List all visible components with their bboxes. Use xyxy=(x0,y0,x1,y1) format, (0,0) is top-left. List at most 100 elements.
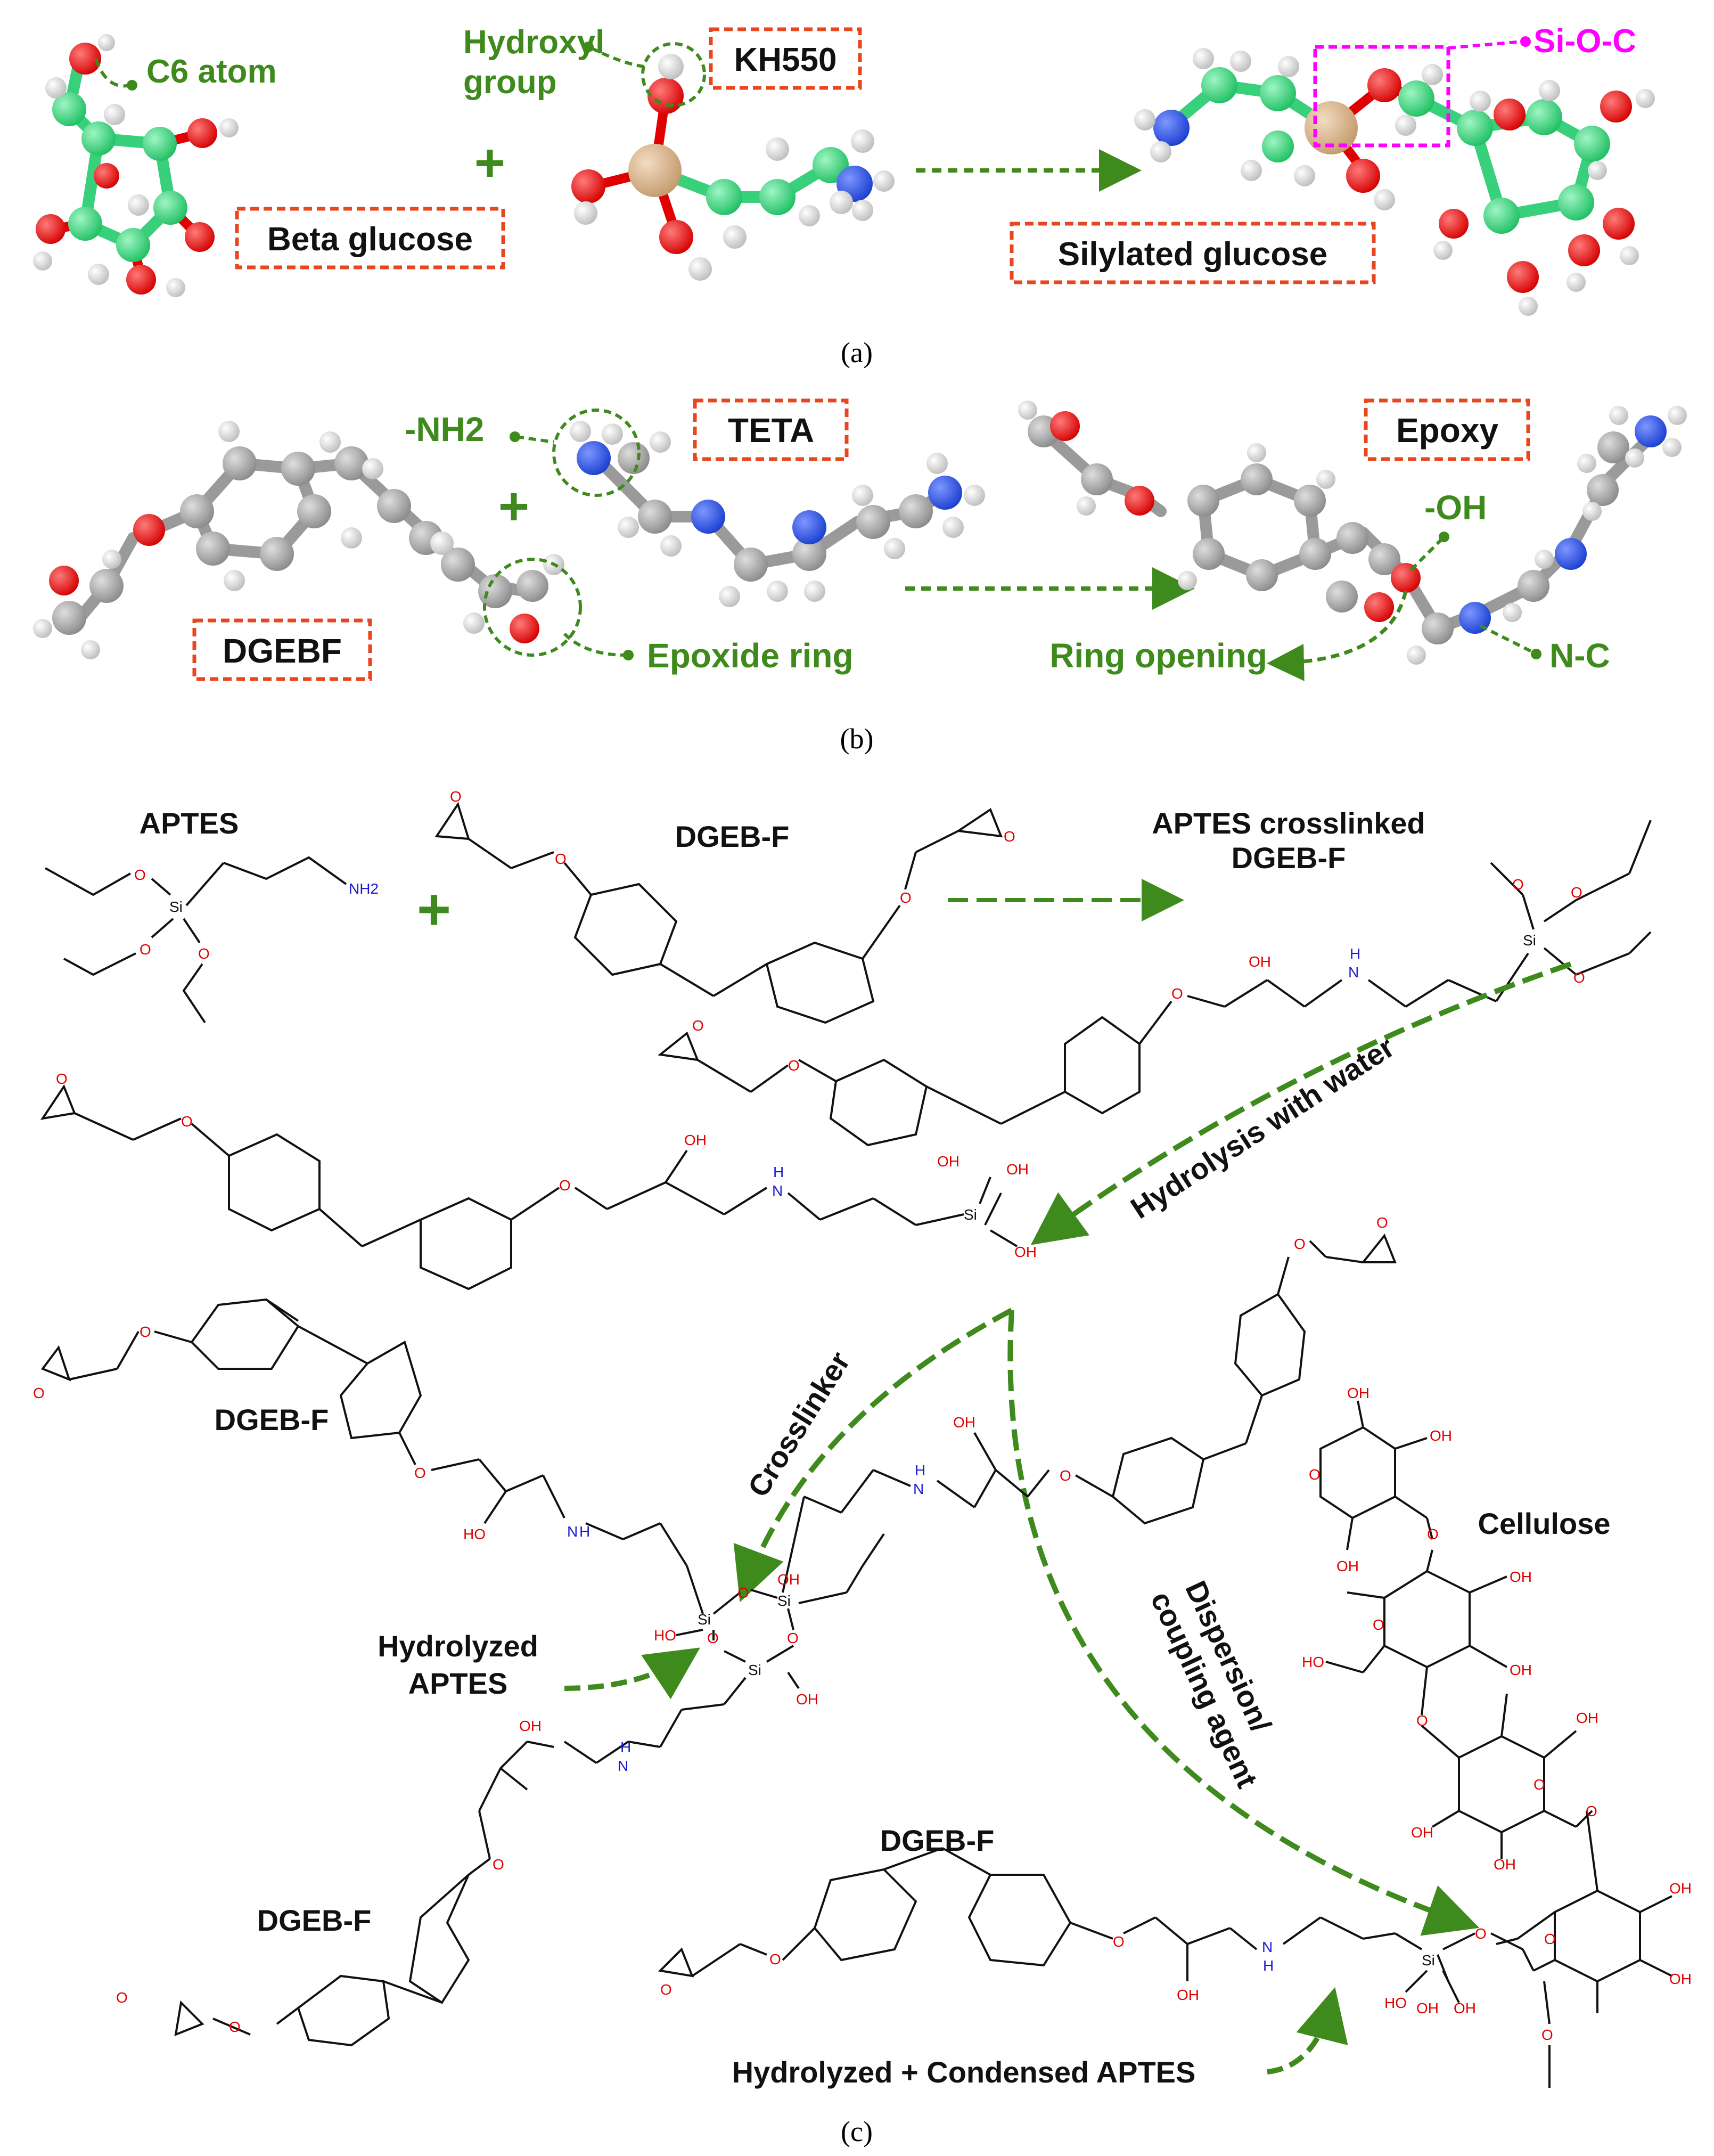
dgeb-f-top-o3: O xyxy=(900,889,912,906)
hydrolyzed-oh3: OH xyxy=(1006,1161,1029,1178)
crosslinked-o2: O xyxy=(788,1057,800,1074)
cell-oh3: OH xyxy=(1336,1558,1359,1574)
si-o-c-box xyxy=(1313,45,1450,148)
bottom-o4: O xyxy=(1475,1925,1487,1942)
panel-c: APTES O Si O O NH2 + DGEB-F O O O O xyxy=(33,788,1692,2147)
left-dgeb-f-n: N xyxy=(567,1523,578,1540)
teta-label: TETA xyxy=(728,411,814,450)
cell-oh10: OH xyxy=(1669,1971,1692,1987)
left-dgeb-f-h: H xyxy=(579,1523,590,1540)
bottom-left-o2: O xyxy=(229,2019,241,2035)
bottom-o1: O xyxy=(660,1981,672,1998)
aptes-o3: O xyxy=(198,945,210,962)
bottom-n: N xyxy=(1262,1939,1273,1955)
cellulose-structure xyxy=(1319,1400,1672,2088)
beta-glucose-label: Beta glucose xyxy=(267,221,473,258)
dgebf-box xyxy=(192,618,372,681)
n-c-callout: N-C xyxy=(1479,624,1610,675)
bottom-left-o1: O xyxy=(493,1856,504,1873)
bottom-oh2: OH xyxy=(1416,2000,1439,2016)
hydrolyzed-o1: O xyxy=(56,1071,68,1087)
cell-oh4: OH xyxy=(1510,1569,1532,1585)
crosslinked-label-line1: APTES crosslinked xyxy=(1152,806,1425,840)
dispersion-arrow xyxy=(1007,1310,1480,1936)
silylated-glucose-molecule xyxy=(1134,48,1655,316)
kh550-label: KH550 xyxy=(734,42,837,78)
cell-o4: O xyxy=(1416,1712,1428,1729)
aptes-nh2: NH2 xyxy=(349,880,379,897)
epoxy-box xyxy=(1364,398,1530,461)
crosslinked-o1: O xyxy=(692,1017,704,1034)
si-o-c-label: Si-O-C xyxy=(1533,23,1636,60)
left-dgeb-f-oh: HO xyxy=(463,1526,486,1542)
bottom-h: H xyxy=(1263,1957,1274,1974)
dgeb-f-bottom-left-label: DGEB-F xyxy=(257,1904,372,1937)
kh550-box xyxy=(709,27,862,90)
dgeb-f-left-label: DGEB-F xyxy=(215,1403,329,1436)
oh-label: -OH xyxy=(1424,488,1487,527)
ring-o3: O xyxy=(707,1630,719,1646)
cell-o1: O xyxy=(1309,1466,1321,1483)
cell-oh5: OH xyxy=(1510,1662,1532,1678)
bottom-left-o3: O xyxy=(116,1989,128,2006)
dgebf-molecule xyxy=(33,421,564,659)
aptes-o2: O xyxy=(140,941,151,958)
silylated-glucose-label: Silylated glucose xyxy=(1058,236,1328,273)
bottom-oh: OH xyxy=(1177,1987,1199,2003)
crosslinked-o3: O xyxy=(1171,985,1183,1002)
caption-a: (a) xyxy=(841,337,873,369)
cell-oh8: OH xyxy=(1494,1856,1516,1873)
right-dgeb-f-n: N xyxy=(913,1481,924,1497)
cell-oh6: OH xyxy=(1576,1710,1598,1726)
bottom-o3: O xyxy=(1113,1933,1125,1950)
bottom-si: Si xyxy=(1422,1952,1435,1969)
hydrolyzed-oh2: OH xyxy=(937,1153,959,1170)
hydrolyzed-condensed-label: Hydrolyzed + Condensed APTES xyxy=(732,2055,1196,2089)
oh-callout: -OH xyxy=(1409,488,1487,571)
crosslinker-arrow xyxy=(733,1308,1013,1603)
cell-o6: O xyxy=(1586,1803,1597,1819)
kh550-molecule xyxy=(571,54,895,281)
aptes-o1: O xyxy=(134,867,146,883)
crosslinked-o6: O xyxy=(1573,969,1585,986)
plus-c: + xyxy=(417,877,451,942)
hydrolyzed-aptes-arrow xyxy=(564,1647,700,1700)
right-dgeb-f-o2: O xyxy=(1294,1236,1306,1252)
cellulose-label: Cellulose xyxy=(1478,1507,1611,1540)
hydroxyl-circle xyxy=(641,42,706,107)
left-dgeb-f-structure xyxy=(40,1298,704,1614)
hydrolyzed-aptes-line2: APTES xyxy=(408,1667,508,1700)
right-dgeb-f-o3: O xyxy=(1060,1467,1071,1484)
ring-oh2: OH xyxy=(796,1691,818,1708)
si-o-c-callout: Si-O-C xyxy=(1448,23,1636,60)
beta-glucose-molecule xyxy=(33,34,239,297)
crosslinked-h: H xyxy=(1350,945,1360,962)
ring-o1: O xyxy=(737,1585,749,1601)
teta-box xyxy=(693,398,849,461)
plus-b: + xyxy=(498,477,529,536)
crosslinked-label-line2: DGEB-F xyxy=(1232,841,1346,875)
crosslinked-si: Si xyxy=(1523,932,1536,949)
dgeb-f-top-o1: O xyxy=(450,788,462,805)
panel-a: C6 atom Beta glucose + xyxy=(33,23,1655,369)
bottom-left-dgeb-f-structure xyxy=(174,1741,629,2047)
siloxane-ring xyxy=(628,1533,885,1748)
ring-si1: Si xyxy=(698,1611,711,1628)
cell-oh9: OH xyxy=(1669,1880,1692,1897)
hydrolyzed-oh1: OH xyxy=(684,1132,707,1148)
hydrolyzed-n: N xyxy=(772,1182,783,1199)
hydroxyl-callout: Hydroxyl group xyxy=(463,24,645,101)
dgebf-label: DGEBF xyxy=(223,632,342,670)
cell-oh2: OH xyxy=(1430,1427,1452,1444)
c6-atom-label: C6 atom xyxy=(146,53,277,90)
ring-si2: Si xyxy=(777,1592,791,1609)
bottom-ho: HO xyxy=(1384,1995,1407,2011)
cell-o3: O xyxy=(1373,1616,1384,1633)
hydrolyzed-o3: O xyxy=(559,1177,571,1194)
bottom-oh3: OH xyxy=(1454,2000,1476,2016)
caption-b: (b) xyxy=(840,723,874,755)
nh2-callout: -NH2 xyxy=(405,410,554,448)
right-dgeb-f-oh: OH xyxy=(953,1414,975,1431)
hydrolysis-label: Hydrolysis with water xyxy=(1125,1030,1400,1225)
